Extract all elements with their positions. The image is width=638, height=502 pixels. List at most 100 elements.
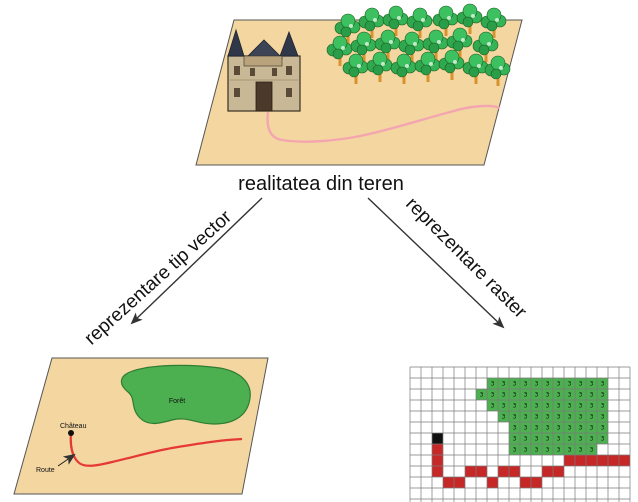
raster-forest-cell-value: 3	[579, 436, 583, 443]
raster-forest-cell-value: 3	[590, 392, 594, 399]
raster-forest-cell-value: 3	[557, 436, 561, 443]
raster-forest-cell	[520, 444, 531, 455]
raster-road-cell	[498, 466, 509, 477]
raster-arrow	[367, 197, 505, 329]
raster-castle-cell-value: 1	[436, 436, 440, 443]
raster-forest-cell-value: 3	[590, 425, 594, 432]
raster-forest-cell	[575, 411, 586, 422]
raster-forest-cell-value: 3	[568, 403, 572, 410]
raster-forest-cell-value: 3	[524, 381, 528, 388]
raster-forest-cell	[509, 378, 520, 389]
raster-forest-cell-value: 3	[502, 414, 506, 421]
raster-forest-cell-value: 3	[579, 425, 583, 432]
raster-forest-cell	[520, 378, 531, 389]
raster-forest-cell	[564, 411, 575, 422]
raster-forest-cell	[586, 433, 597, 444]
vector-map: Forêt Château Route	[13, 357, 269, 495]
raster-road-cell	[432, 466, 443, 477]
raster-road-cell	[531, 477, 542, 488]
raster-grid	[409, 366, 631, 502]
raster-forest-cell-value: 3	[535, 403, 539, 410]
raster-road-cell	[619, 455, 630, 466]
vector-forest-polygon	[120, 364, 251, 425]
raster-forest-cell	[520, 422, 531, 433]
raster-forest-cell-value: 3	[590, 414, 594, 421]
raster-forest-cell	[564, 378, 575, 389]
raster-road-cell	[454, 477, 465, 488]
raster-forest-cell	[498, 389, 509, 400]
raster-forest-cell-value: 3	[579, 392, 583, 399]
raster-forest-cell	[564, 422, 575, 433]
raster-road-cell	[553, 466, 564, 477]
raster-forest-cell-value: 3	[546, 392, 550, 399]
raster-forest-cell	[575, 400, 586, 411]
raster-road-cell	[443, 477, 454, 488]
raster-forest-cell	[575, 433, 586, 444]
raster-forest-cell-value: 3	[579, 403, 583, 410]
raster-forest-cell	[597, 433, 608, 444]
raster-forest-cell	[487, 389, 498, 400]
raster-forest-cell-value: 3	[491, 381, 495, 388]
reality-terrain	[195, 3, 523, 166]
raster-forest-cell-value: 3	[568, 392, 572, 399]
raster-forest-cell-value: 3	[502, 381, 506, 388]
raster-forest-cell	[476, 389, 487, 400]
raster-forest-cell	[542, 444, 553, 455]
raster-forest-cell	[531, 422, 542, 433]
raster-forest-cell	[542, 411, 553, 422]
raster-forest-cell	[553, 433, 564, 444]
raster-forest-cell-value: 3	[502, 403, 506, 410]
vector-road-pointer	[57, 453, 76, 467]
raster-forest-cell	[564, 400, 575, 411]
raster-forest-cell-value: 3	[557, 425, 561, 432]
raster-forest-cell-value: 3	[535, 381, 539, 388]
raster-forest-cell-value: 3	[590, 447, 594, 454]
raster-forest-cell	[597, 411, 608, 422]
raster-forest-cell	[553, 400, 564, 411]
raster-forest-cell	[553, 378, 564, 389]
raster-forest-cell-value: 3	[513, 425, 517, 432]
raster-forest-cell-value: 3	[557, 403, 561, 410]
raster-forest-cell-value: 3	[601, 425, 605, 432]
raster-forest-cell	[531, 378, 542, 389]
raster-forest-cell	[553, 444, 564, 455]
raster-forest-cell	[509, 433, 520, 444]
raster-forest-cell-value: 3	[568, 447, 572, 454]
raster-forest-cell-value: 3	[535, 414, 539, 421]
raster-forest-cell-value: 3	[601, 381, 605, 388]
raster-forest-cell-value: 3	[502, 392, 506, 399]
raster-forest-cell	[542, 400, 553, 411]
raster-forest-cell	[586, 411, 597, 422]
raster-forest-cell-value: 3	[568, 436, 572, 443]
raster-forest-cell-value: 3	[579, 381, 583, 388]
raster-forest-cell-value: 3	[601, 414, 605, 421]
raster-forest-cell	[531, 389, 542, 400]
raster-forest-cell	[586, 389, 597, 400]
raster-forest-cell-value: 3	[590, 436, 594, 443]
raster-forest-cell	[586, 400, 597, 411]
raster-forest-cell-value: 3	[535, 447, 539, 454]
vector-castle-label: Château	[60, 423, 87, 430]
raster-forest-cell	[509, 411, 520, 422]
raster-forest-cell	[498, 411, 509, 422]
raster-road-cell	[465, 466, 476, 477]
raster-forest-cell	[542, 422, 553, 433]
raster-road-cell	[432, 444, 443, 455]
raster-forest-cell-value: 3	[546, 381, 550, 388]
raster-forest-cell-value: 3	[546, 414, 550, 421]
raster-forest-cell	[575, 444, 586, 455]
raster-forest-cell-value: 3	[579, 447, 583, 454]
raster-forest-cell-value: 3	[491, 403, 495, 410]
raster-forest-cell-value: 3	[601, 436, 605, 443]
raster-forest-cell	[531, 411, 542, 422]
raster-forest-cell-value: 3	[557, 414, 561, 421]
raster-forest-cell-value: 3	[524, 436, 528, 443]
raster-forest-cell	[487, 378, 498, 389]
raster-forest-cell	[542, 433, 553, 444]
raster-road-cell	[509, 466, 520, 477]
raster-forest-cell	[531, 433, 542, 444]
raster-forest-cell	[509, 422, 520, 433]
raster-forest-cell	[509, 444, 520, 455]
